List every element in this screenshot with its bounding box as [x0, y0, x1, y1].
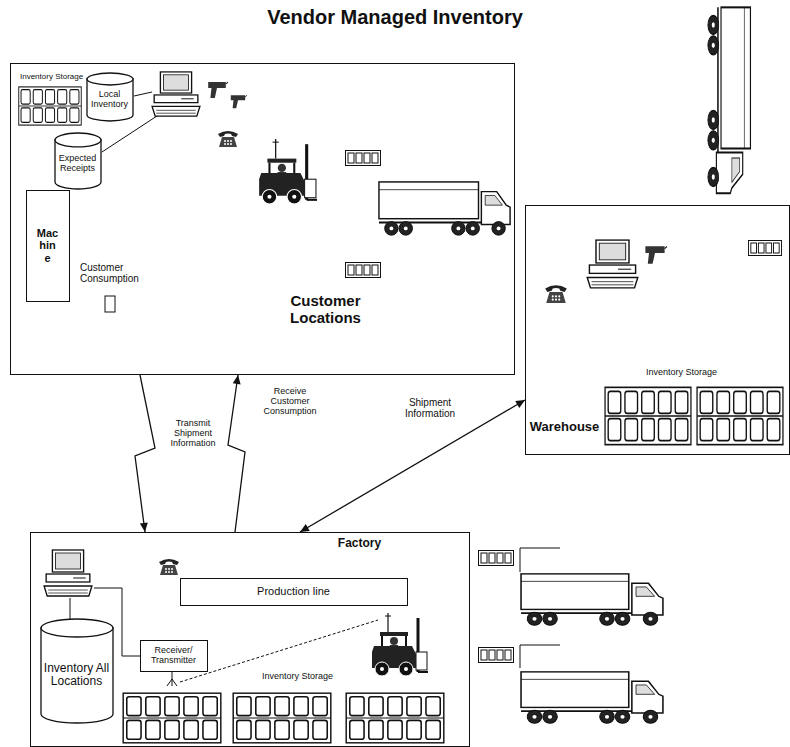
- data-link: [70, 598, 71, 621]
- node-label: Production line: [257, 585, 330, 597]
- text-label: Inventory Storage: [20, 73, 83, 82]
- edge-label: Shipment Information: [392, 396, 468, 420]
- antenna: [167, 679, 177, 686]
- region-title: Warehouse: [529, 420, 601, 435]
- process-box: Production line: [180, 578, 408, 606]
- storage-rack: [19, 87, 81, 125]
- node-label: Inventory All Locations: [44, 662, 110, 688]
- cylinder-top: [41, 619, 113, 637]
- truck-icon: [521, 672, 663, 723]
- text-label: Inventory Storage: [262, 672, 333, 682]
- arrow-head: [515, 400, 525, 408]
- arrow-head: [233, 375, 241, 384]
- connector-line: [135, 375, 155, 532]
- connector-line: [228, 375, 245, 532]
- region-title: Customer Locations: [278, 292, 374, 327]
- diagram-title: Vendor Managed Inventory: [0, 6, 790, 29]
- arrow-head: [140, 523, 148, 532]
- radio-link: [180, 620, 378, 682]
- part-icon: [105, 296, 115, 312]
- forklift-icon: [372, 613, 428, 676]
- customer-equipment: [19, 72, 510, 312]
- truck-icon: [379, 182, 510, 235]
- cylinder-top: [87, 73, 133, 85]
- region-title: Factory: [330, 537, 390, 551]
- connector: [228, 375, 245, 532]
- text-label: Inventory Storage: [646, 368, 717, 378]
- node-label: Local Inventory: [90, 90, 130, 110]
- computer-icon: [152, 72, 200, 116]
- storage-rack: [123, 693, 221, 743]
- pallet-icon: [748, 241, 781, 256]
- edge-label: Receive Customer Consumption: [252, 386, 328, 418]
- region-box: Customer Locations Local InventoryExpecte…: [10, 63, 515, 375]
- process-box: Receiver/ Transmitter: [140, 640, 208, 672]
- storage-rack: [346, 693, 444, 743]
- database-cylinder: Inventory All Locations: [40, 618, 114, 724]
- phone-icon: [218, 131, 238, 147]
- storage-rack: [233, 693, 331, 743]
- pallet-icon: [479, 551, 514, 566]
- computer-icon: [587, 240, 638, 288]
- node-label: Expected Receipts: [58, 154, 98, 174]
- node-label: Receiver/ Transmitter: [145, 646, 203, 666]
- forklift-icon: [259, 139, 317, 204]
- edge-label: Transmit Shipment Information: [160, 418, 226, 450]
- scanner-icon: [208, 82, 228, 98]
- pallet-icon: [479, 648, 514, 663]
- arrow-head: [300, 524, 310, 532]
- storage-rack: [697, 387, 783, 444]
- region-box: FactoryProduction lineReceiver/ Transmit…: [30, 532, 470, 747]
- database-cylinder: Local Inventory: [86, 72, 134, 122]
- database-cylinder: Expected Receipts: [54, 132, 102, 190]
- region-box: Warehouse: [525, 205, 790, 455]
- truck-icon: [521, 574, 663, 625]
- computer-icon: [44, 550, 92, 596]
- phone-icon: [545, 285, 567, 303]
- storage-rack: [605, 387, 691, 444]
- connector: [135, 375, 155, 532]
- process-box: Machine: [26, 190, 70, 302]
- scanner-icon: [231, 95, 247, 108]
- truck-icon: [708, 7, 751, 193]
- pallet-icon: [346, 263, 381, 278]
- data-link: [134, 92, 152, 96]
- cylinder-body: [41, 627, 113, 723]
- scanner-icon: [645, 246, 667, 263]
- node-label: Machine: [37, 227, 59, 263]
- warehouse-equipment: [545, 7, 783, 444]
- factory-equipment: [44, 548, 663, 743]
- text-label: Customer Consumption: [80, 262, 152, 284]
- phone-icon: [159, 559, 179, 575]
- cylinder-top: [55, 133, 101, 147]
- pallet-icon: [346, 151, 381, 166]
